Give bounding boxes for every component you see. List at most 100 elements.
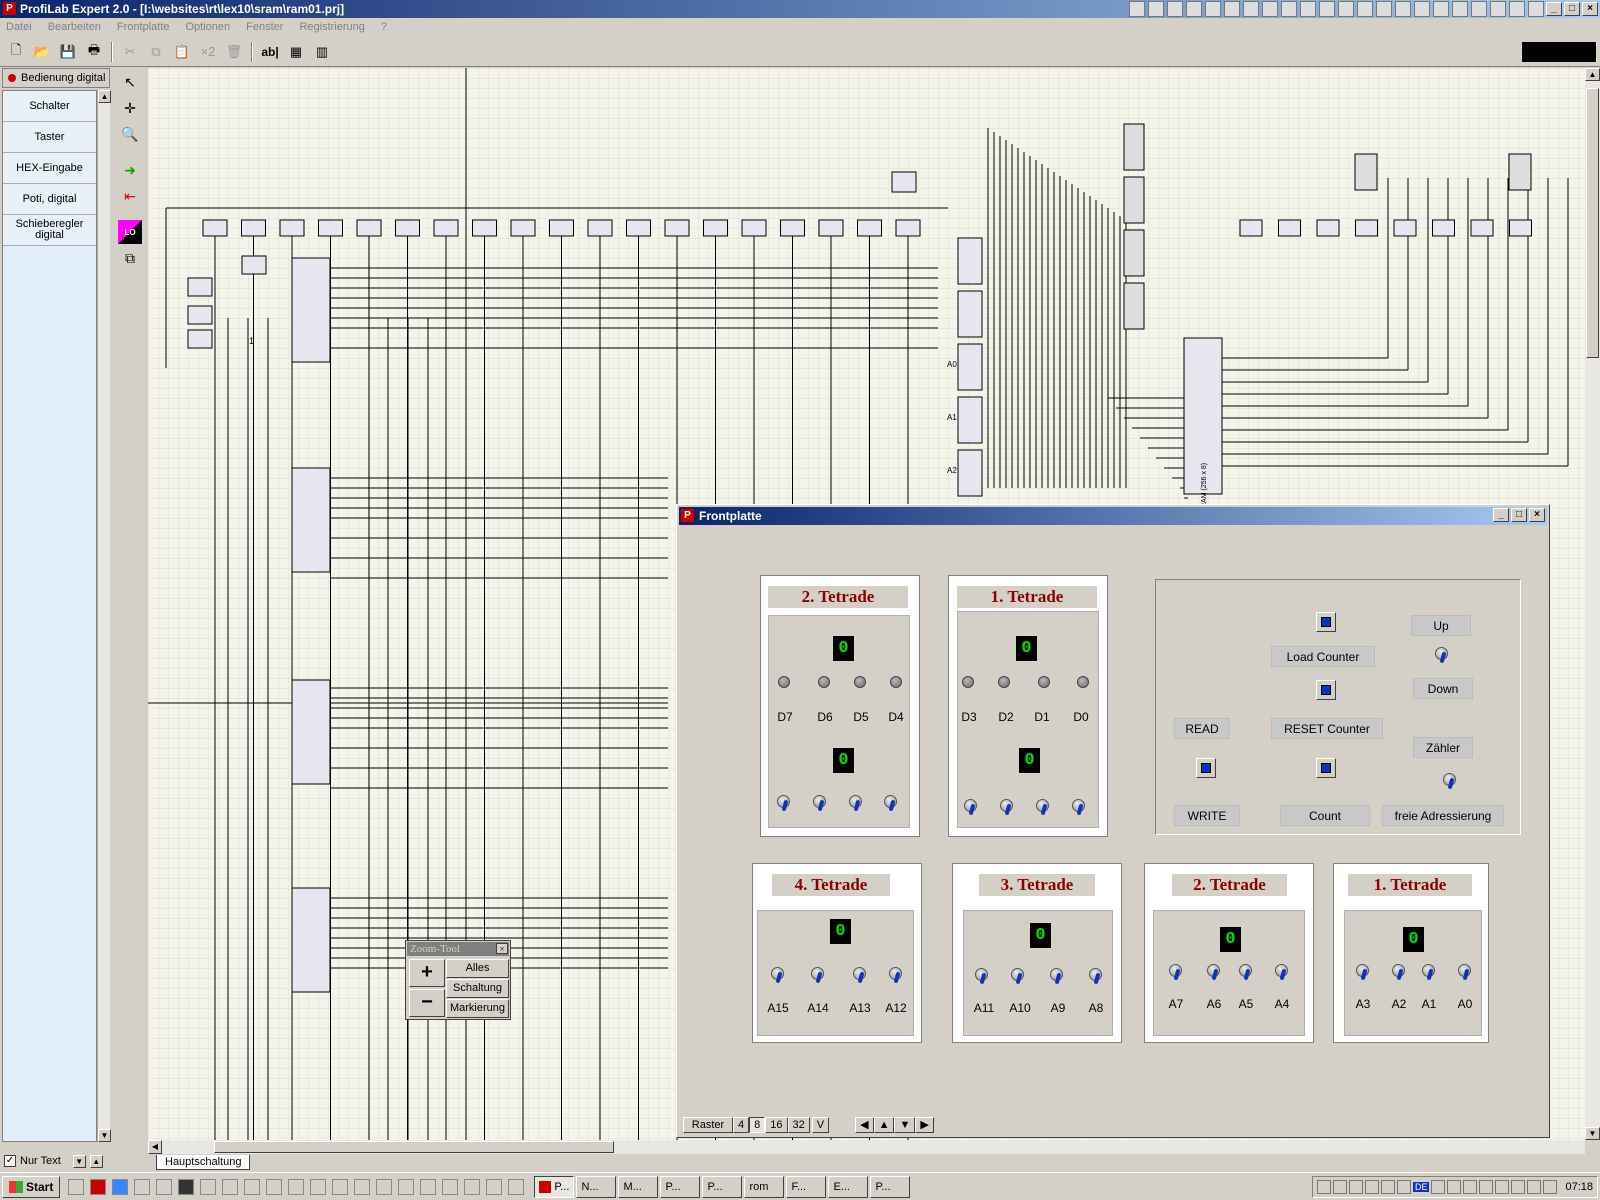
menu-help[interactable]: ? (380, 21, 387, 33)
not-gate[interactable] (187, 329, 213, 349)
language-indicator[interactable]: DE (1412, 1182, 1430, 1192)
task-button-folder[interactable]: rom (744, 1175, 785, 1198)
toggle-switch-a10[interactable] (1010, 967, 1026, 985)
toggle-switch-a0[interactable] (1457, 963, 1473, 981)
palette-item-taster[interactable]: Taster (3, 122, 96, 153)
ql-app-icon[interactable] (354, 1178, 371, 1195)
tray-icon[interactable] (1364, 1180, 1379, 1194)
ql-app-icon[interactable] (486, 1178, 503, 1195)
hex-display-component[interactable] (1123, 229, 1145, 277)
tab-hauptschaltung[interactable]: Hauptschaltung (156, 1155, 251, 1170)
palette-scrollbar[interactable]: ▲ ▼ (97, 90, 111, 1142)
switch-component[interactable] (472, 219, 497, 237)
hex-display-component[interactable] (1123, 282, 1145, 330)
delete-icon[interactable]: 🗑 (225, 43, 243, 59)
arrow-right-icon[interactable]: ▶ (915, 1117, 934, 1133)
tray-icon[interactable] (1495, 1180, 1510, 1194)
palette-item-hex-eingabe[interactable]: HEX-Eingabe (3, 153, 96, 184)
duplicate-button[interactable]: ×2 (200, 44, 216, 59)
menu-datei[interactable]: Datei (6, 21, 32, 33)
ql-app-icon[interactable] (310, 1178, 327, 1195)
toggle-switch-d3[interactable] (963, 798, 979, 816)
switch-component[interactable] (741, 219, 767, 237)
switch-component[interactable] (202, 219, 228, 237)
toggle-switch-a9[interactable] (1049, 967, 1065, 985)
read-write-button[interactable] (1196, 758, 1216, 778)
ql-icon-4[interactable] (1186, 1, 1202, 17)
move-up-icon[interactable]: ▲ (89, 1154, 103, 1168)
switch-component[interactable] (395, 219, 420, 237)
ql-icon-18[interactable] (1452, 1, 1468, 17)
palette-item-schieberegler[interactable]: Schieberegler digital (3, 215, 96, 246)
ql-icon-2[interactable] (1148, 1, 1164, 17)
ql-app-icon[interactable] (332, 1178, 349, 1195)
reset-counter-button[interactable] (1316, 680, 1336, 700)
ql-browser-icon[interactable] (112, 1178, 129, 1195)
raster-32-button[interactable]: 32 (787, 1117, 810, 1133)
frontpanel-icon[interactable]: ▥ (315, 43, 329, 59)
load-counter-button[interactable] (1316, 612, 1336, 632)
toggle-switch-a5[interactable] (1238, 963, 1254, 981)
tray-icon[interactable] (1332, 1180, 1347, 1194)
hex-display-component[interactable] (1354, 153, 1378, 191)
raster-4-button[interactable]: 4 (733, 1117, 750, 1133)
zoom-schaltung-button[interactable]: Schaltung (446, 979, 509, 998)
switch-component[interactable] (703, 219, 728, 237)
toggle-switch-a2[interactable] (1391, 963, 1407, 981)
switch-component[interactable] (780, 219, 805, 237)
minimize-button[interactable]: _ (1546, 2, 1562, 16)
toggle-switch-a15[interactable] (770, 966, 786, 984)
ql-app-icon[interactable] (200, 1178, 217, 1195)
task-button-profilab[interactable]: P... (534, 1175, 575, 1198)
ql-icon-16[interactable] (1414, 1, 1430, 17)
switch-component[interactable] (895, 219, 921, 237)
toggle-switch-d2[interactable] (999, 798, 1015, 816)
scroll-down-icon[interactable]: ▼ (1585, 1127, 1600, 1140)
tray-icon[interactable] (1527, 1180, 1542, 1194)
vertical-scroll-thumb[interactable] (1586, 88, 1599, 358)
toggle-switch-a8[interactable] (1088, 967, 1104, 985)
switch-component[interactable] (549, 219, 574, 237)
ql-app-icon[interactable] (464, 1178, 481, 1195)
toggle-switch-d6[interactable] (812, 794, 828, 812)
tray-icon[interactable] (1348, 1180, 1363, 1194)
toggle-switch-a11[interactable] (974, 967, 990, 985)
toggle-switch-a14[interactable] (810, 966, 826, 984)
ql-icon-1[interactable] (1129, 1, 1145, 17)
not-gate[interactable] (187, 305, 213, 325)
ql-icon-3[interactable] (1167, 1, 1183, 17)
counter-constant[interactable] (241, 255, 267, 275)
ql-icon-7[interactable] (1243, 1, 1259, 17)
task-button[interactable]: N... (576, 1175, 617, 1198)
stop-icon[interactable]: ⇤ (124, 187, 136, 204)
task-button[interactable]: P... (702, 1175, 743, 1198)
ql-app-icon[interactable] (398, 1178, 415, 1195)
menu-fenster[interactable]: Fenster (246, 21, 284, 33)
tray-icon[interactable] (1447, 1180, 1462, 1194)
menu-bearbeiten[interactable]: Bearbeiten (47, 21, 101, 33)
start-button[interactable]: Start (2, 1175, 61, 1198)
text-format-button[interactable]: ab| (261, 44, 279, 59)
cut-icon[interactable]: ✂ (124, 43, 136, 59)
ql-app-icon[interactable] (508, 1178, 525, 1195)
led-component[interactable] (1432, 219, 1455, 237)
new-icon[interactable]: 🗋 (10, 41, 22, 57)
toggle-switch-d7[interactable] (776, 794, 792, 812)
ql-app-icon[interactable] (222, 1178, 239, 1195)
magnifier-icon[interactable]: 🔍 (121, 125, 139, 142)
led-component[interactable] (1278, 219, 1301, 237)
ql-icon-12[interactable] (1338, 1, 1354, 17)
ql-icon-15[interactable] (1395, 1, 1411, 17)
scroll-up-icon[interactable]: ▲ (98, 90, 111, 103)
led-component[interactable] (1470, 219, 1494, 237)
tray-icon[interactable] (1479, 1180, 1494, 1194)
fp-minimize-button[interactable]: _ (1493, 508, 1509, 522)
hex-display-component[interactable] (1123, 123, 1145, 171)
switch-component[interactable] (241, 219, 266, 237)
toggle-switch-a1[interactable] (1421, 963, 1437, 981)
horizontal-scroll-thumb[interactable] (214, 1141, 614, 1153)
ql-console-icon[interactable] (178, 1178, 195, 1195)
switch-component[interactable] (187, 277, 213, 297)
print-icon[interactable]: 🖶 (87, 41, 101, 57)
switch-component[interactable] (857, 219, 882, 237)
